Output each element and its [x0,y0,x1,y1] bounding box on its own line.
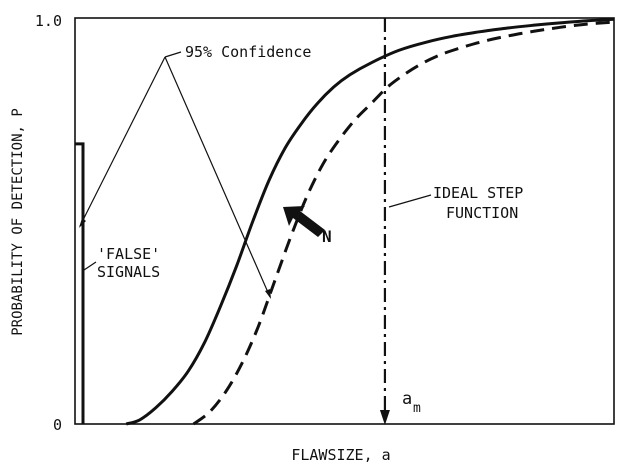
mean-curve-dashed [192,20,615,426]
confidence-curve-solid [125,17,615,426]
leader-false-signals-line [83,261,97,271]
y-tick-label-top: 1.0 [35,12,62,30]
leader-false-signals [84,270,112,430]
leader-confidence-to-curve [164,56,271,298]
annotation-am: a [402,389,412,409]
annotation-signals: SIGNALS [97,263,160,281]
x-axis-label: FLAWSIZE, a [291,446,390,464]
leader-ideal-step [388,194,432,208]
y-axis-label: PROBABILITY OF DETECTION, P [10,108,26,336]
annotation-am-subscript: m [413,401,421,416]
annotation-false: 'FALSE' [97,245,160,263]
annotation-95-confidence: 95% Confidence [185,43,311,61]
annotation-function: FUNCTION [446,204,518,222]
leader-arrowhead-curve [265,289,271,299]
leader-arrowhead-bar [79,218,86,228]
annotation-ideal-step: IDEAL STEP [433,184,523,202]
n-direction-arrow [283,206,325,237]
ideal-step-arrowhead [379,410,390,425]
leader-confidence-to-bar [79,56,166,227]
false-signal-bar [75,142,85,424]
annotation-n: N [322,227,332,246]
leader-confidence-label [164,51,182,58]
plot-frame [74,17,615,425]
y-tick-label-bottom: 0 [53,416,62,434]
